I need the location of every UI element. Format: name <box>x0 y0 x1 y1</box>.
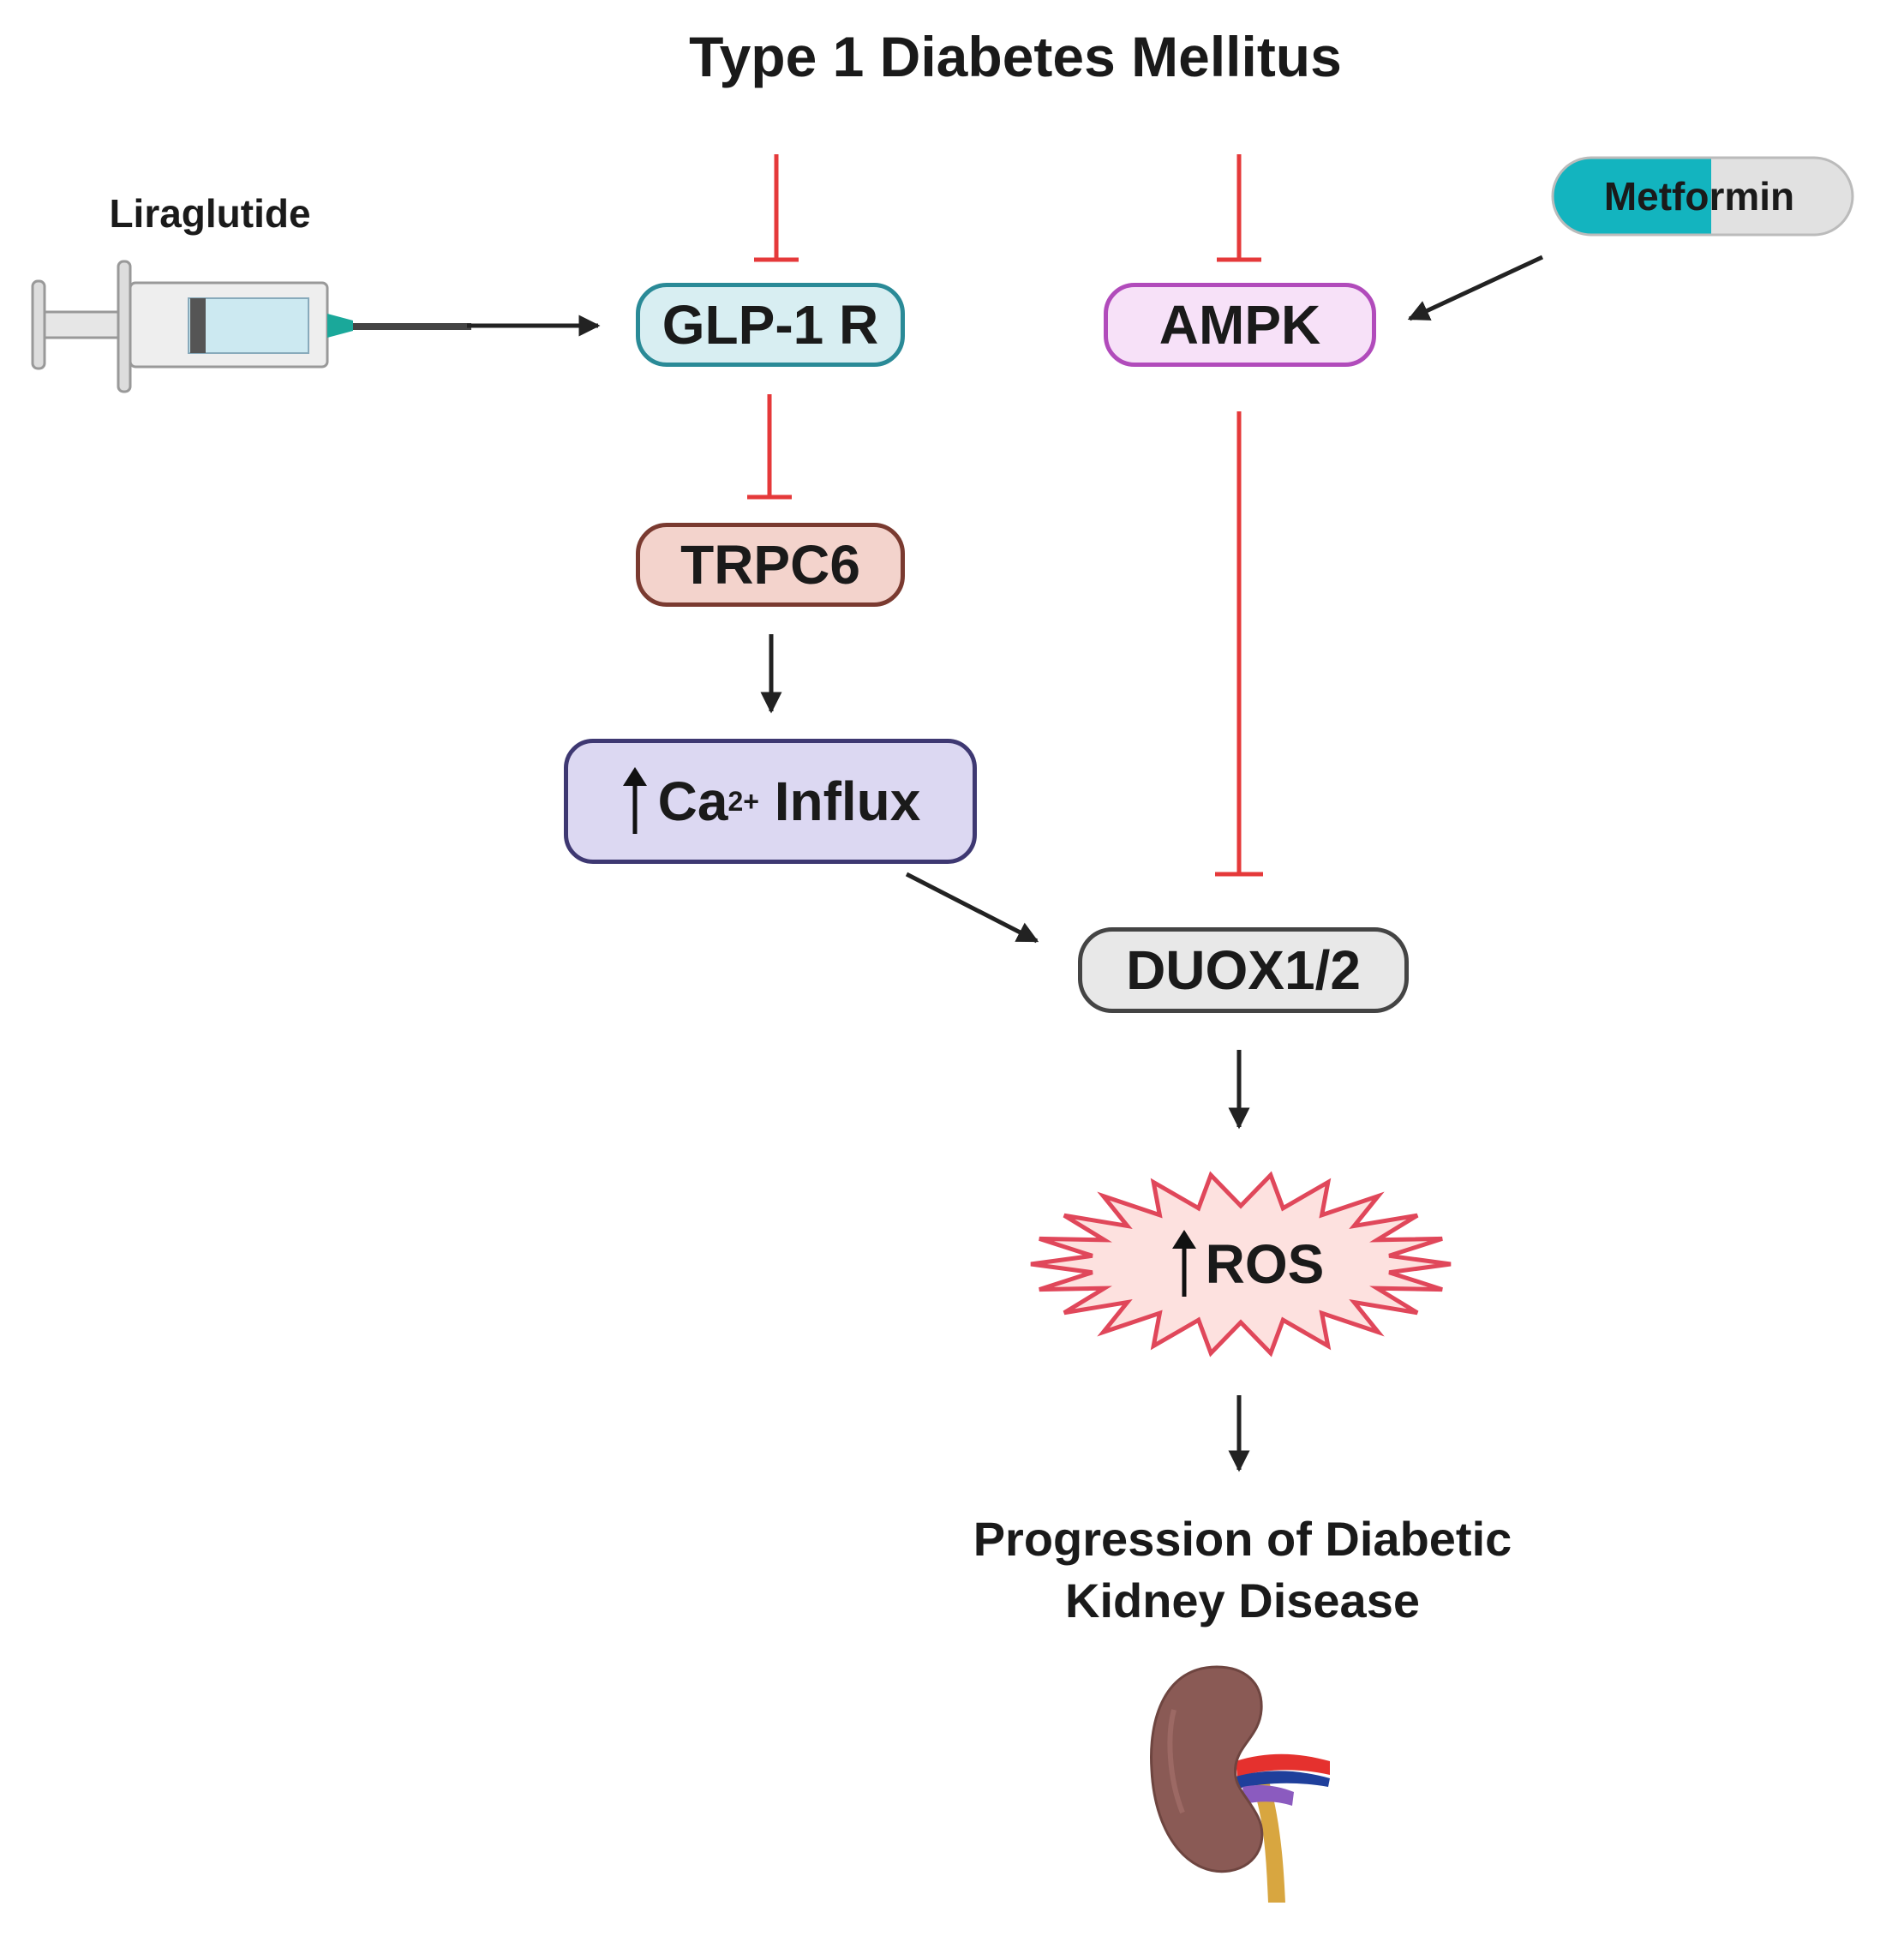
node-glp1r: GLP-1 R <box>636 283 905 367</box>
node-ros: ROS <box>1148 1227 1345 1301</box>
pill-capsule-icon <box>1551 156 1854 237</box>
node-trpc6: TRPC6 <box>636 523 905 607</box>
up-arrow-icon <box>622 767 647 834</box>
arrow-metformin-ampk <box>1407 255 1544 321</box>
inhibit-t1dm-glp1r <box>754 154 799 262</box>
liraglutide-label: Liraglutide <box>109 191 311 236</box>
kidney-icon <box>1150 1665 1330 1903</box>
ros-label: ROS <box>1205 1233 1325 1295</box>
node-duox: DUOX1/2 <box>1078 927 1409 1013</box>
arrow-ca-duox <box>905 872 1039 944</box>
ros-starburst-shape <box>1030 1171 1452 1358</box>
inhibit-ampk-duox <box>1215 411 1263 877</box>
syringe-icon <box>31 260 471 393</box>
outcome-line-1: Progression of Diabetic <box>973 1512 1512 1566</box>
outcome-text: Progression of Diabetic Kidney Disease <box>891 1508 1594 1632</box>
inhibit-t1dm-ampk <box>1217 154 1261 262</box>
node-ampk: AMPK <box>1104 283 1376 367</box>
inhibit-glp1r-trpc6 <box>747 394 792 500</box>
influx-label: Influx <box>758 770 921 832</box>
metformin-label: Metformin <box>1603 174 1795 219</box>
up-arrow-icon <box>1171 1230 1196 1297</box>
diagram-title: Type 1 Diabetes Mellitus <box>689 25 1342 88</box>
ca-superscript: 2+ <box>727 785 759 817</box>
ca-label: Ca <box>657 770 728 832</box>
outcome-line-2: Kidney Disease <box>1065 1573 1420 1627</box>
